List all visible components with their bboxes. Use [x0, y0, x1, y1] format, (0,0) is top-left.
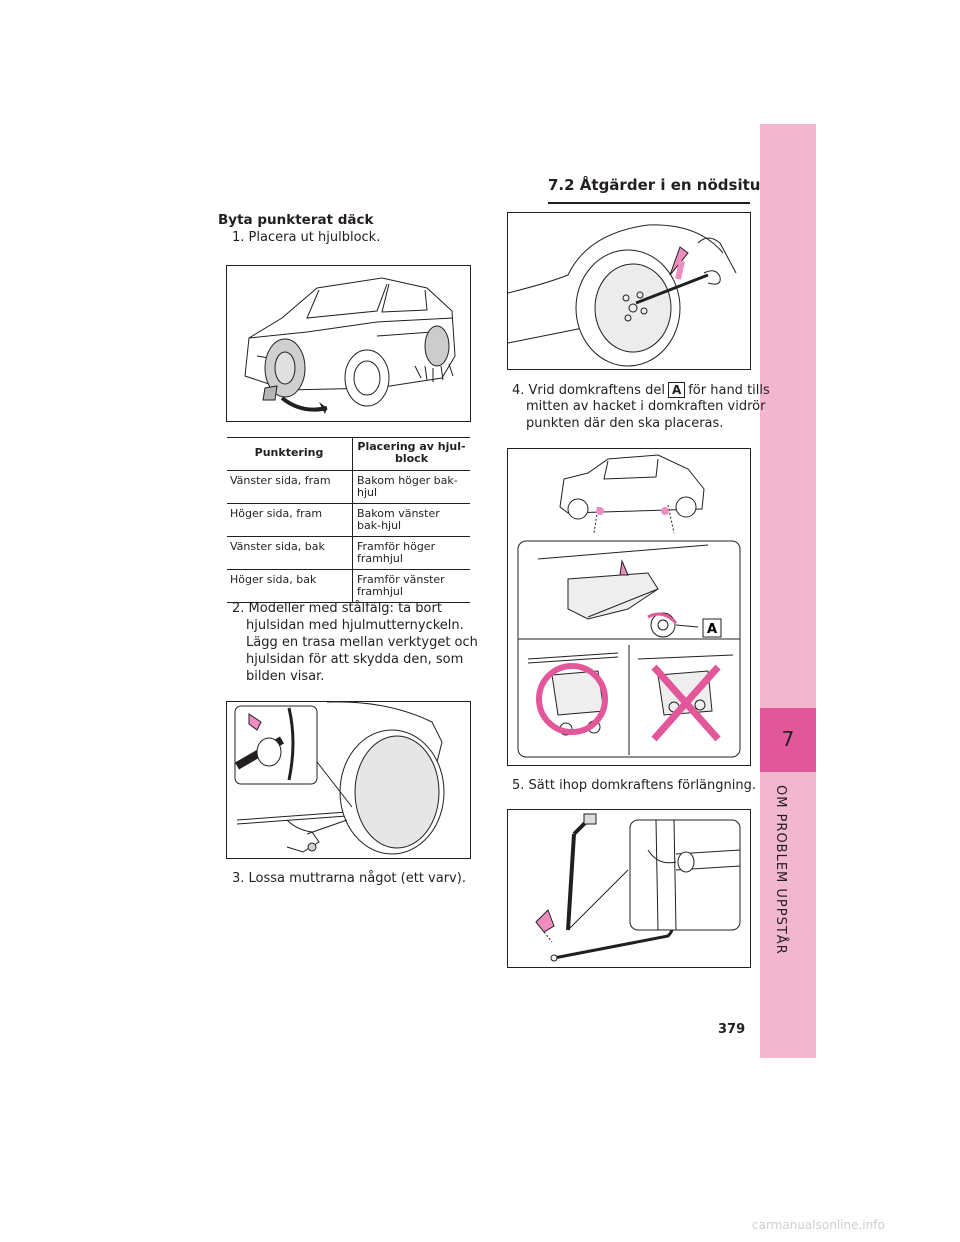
step-4-text-b: för hand tills	[688, 383, 770, 398]
step-2-note-1: Lägg en trasa mellan verktyget och	[246, 635, 478, 650]
loosen-nuts-illustration	[508, 224, 737, 367]
hubcap-removal-illustration	[234, 702, 445, 855]
table-cell: Framför vänster framhjul	[352, 569, 470, 603]
table-row: Höger sida, fram Bakom vänster bak-hjul	[227, 503, 470, 537]
header-divider	[548, 202, 750, 204]
table-row: Vänster sida, bak Framför höger framhjul	[227, 536, 470, 570]
part-a-label: A	[667, 382, 686, 398]
table-cell: Vänster sida, fram	[227, 470, 353, 504]
figure-jack-extension	[507, 809, 751, 968]
table-header-row: Punktering Placering av hjul-block	[227, 437, 470, 471]
table-cell: Bakom höger bak-hjul	[352, 470, 470, 504]
section-title: 7.2 Åtgärder i en nödsituation	[548, 176, 804, 194]
jack-extension-illustration	[535, 813, 741, 962]
step-1: 1. Placera ut hjulblock.	[232, 230, 381, 245]
chapter-title: OM PROBLEM UPPSTÅR	[773, 785, 788, 955]
step-5: 5. Sätt ihop domkraftens förlängning.	[512, 778, 756, 793]
chapter-number: 7	[781, 727, 795, 751]
chapter-side-tab	[760, 124, 816, 1058]
table-header-cell: Punktering	[227, 437, 353, 471]
table-cell: Framför höger framhjul	[352, 536, 470, 570]
step-2-note-3: bilden visar.	[246, 669, 325, 684]
table-cell: Höger sida, fram	[227, 503, 353, 537]
figure-hubcap-removal	[226, 701, 471, 859]
table-cell: Höger sida, bak	[227, 569, 353, 603]
step-2-line-2: hjulsidan med hjulmutternyckeln.	[246, 618, 464, 633]
jack-part-a-label: A	[707, 622, 717, 637]
step-2-line-1: 2. Modeller med stålfälg: ta bort	[232, 601, 442, 616]
jack-placement-illustration: A	[517, 454, 741, 758]
table-row: Höger sida, bak Framför vänster framhjul	[227, 569, 470, 603]
table-cell: Bakom vänster bak-hjul	[352, 503, 470, 537]
step-4-text-a: 4. Vrid domkraftens del	[512, 383, 665, 398]
watermark: carmanualsonline.info	[752, 1218, 885, 1232]
step-2-note-2: hjulsidan för att skydda den, som	[246, 652, 464, 667]
step-4-line-3: punkten där den ska placeras.	[526, 416, 724, 431]
wheel-block-table: Punktering Placering av hjul-block Vänst…	[227, 437, 470, 603]
table-row: Vänster sida, fram Bakom höger bak-hjul	[227, 470, 470, 504]
car-wheel-block-illustration	[244, 277, 456, 414]
step-4-line-2: mitten av hacket i domkraften vidrör	[526, 399, 766, 414]
chapter-tab-active[interactable]	[760, 708, 816, 772]
table-cell: Vänster sida, bak	[227, 536, 353, 570]
table-header-cell: Placering av hjul-block	[352, 437, 470, 471]
figure-jack-placement: A	[507, 448, 751, 766]
figure-loosen-nuts	[507, 212, 751, 370]
section-heading: Byta punkterat däck	[218, 212, 374, 228]
step-3: 3. Lossa muttrarna något (ett varv).	[232, 871, 466, 886]
figure-wheel-block	[226, 265, 471, 422]
page-number: 379	[718, 1022, 746, 1037]
